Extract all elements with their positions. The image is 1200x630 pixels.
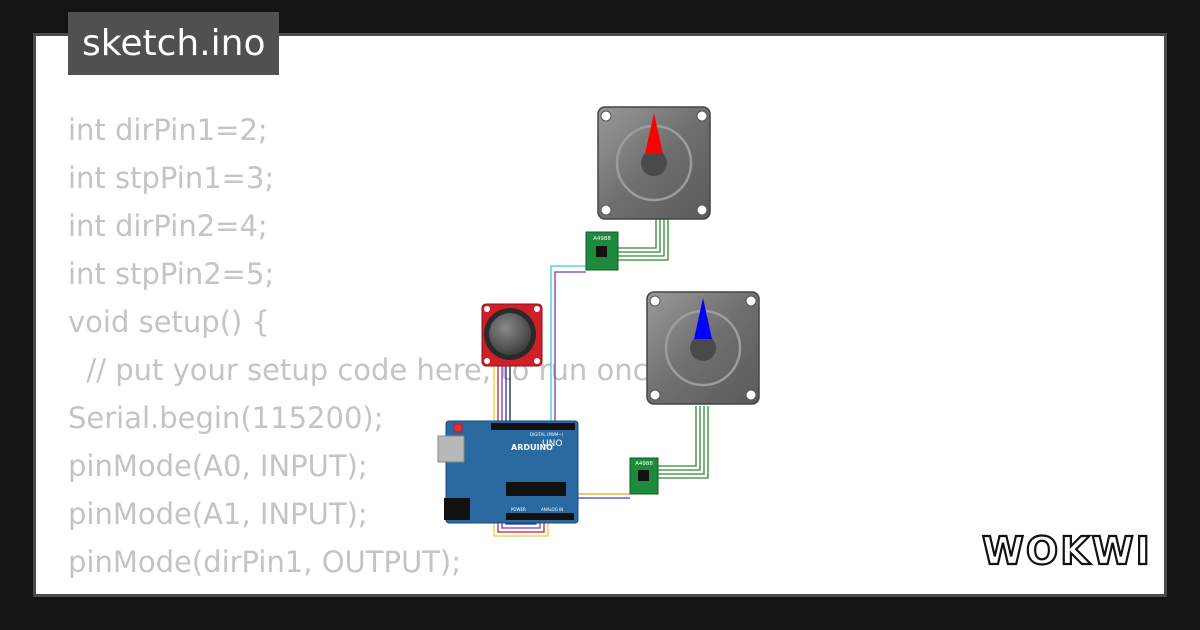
board-analog-label: ANALOG IN (541, 507, 563, 512)
code-line: int dirPin2=4; (68, 209, 268, 243)
wokwi-logo: WOKWI (981, 528, 1150, 574)
code-line: int dirPin1=2; (68, 113, 268, 147)
driver-label: A4988 (635, 461, 653, 467)
code-line: pinMode(A0, INPUT); (68, 449, 368, 483)
motor-needle-blue (694, 298, 712, 339)
code-line: pinMode(dirPin1, OUTPUT); (68, 545, 462, 579)
driver-label: A4988 (593, 236, 611, 242)
stepper-motor-2[interactable] (646, 291, 760, 405)
code-line: pinMode(stpPin1, OUTPUT); (68, 586, 676, 594)
code-line: int stpPin2=5; (68, 257, 275, 291)
preview-card: int dirPin1=2; int stpPin1=3; int dirPin2=… (33, 33, 1167, 597)
stepper-motor-1[interactable] (597, 106, 711, 220)
code-line: Serial.begin(115200); (68, 401, 384, 435)
joystick-module[interactable] (481, 303, 543, 367)
code-preview: int dirPin1=2; int stpPin1=3; int dirPin2=… (68, 106, 676, 594)
board-model: UNO (542, 439, 562, 449)
board-power-label: POWER (511, 507, 526, 512)
board-digital-label: DIGITAL (PWM~) (530, 432, 564, 437)
code-line: pinMode(A1, INPUT); (68, 497, 368, 531)
code-line: int stpPin1=3; (68, 161, 275, 195)
logo-text: WOKWI (982, 529, 1150, 573)
a4988-driver-2[interactable]: A4988 (629, 457, 659, 495)
circuit-diagram: A4988 A4988 ARDUINO UN (437, 106, 760, 537)
motor-needle-red (645, 113, 663, 154)
arduino-uno-board[interactable]: ARDUINO UNO DIGITAL (PWM~) ANALOG IN POW… (437, 420, 579, 524)
a4988-driver-1[interactable]: A4988 (585, 231, 619, 271)
file-title-tab[interactable]: sketch.ino (68, 12, 280, 75)
code-line: void setup() { (68, 305, 270, 339)
board-brand: ARDUINO (511, 443, 553, 452)
